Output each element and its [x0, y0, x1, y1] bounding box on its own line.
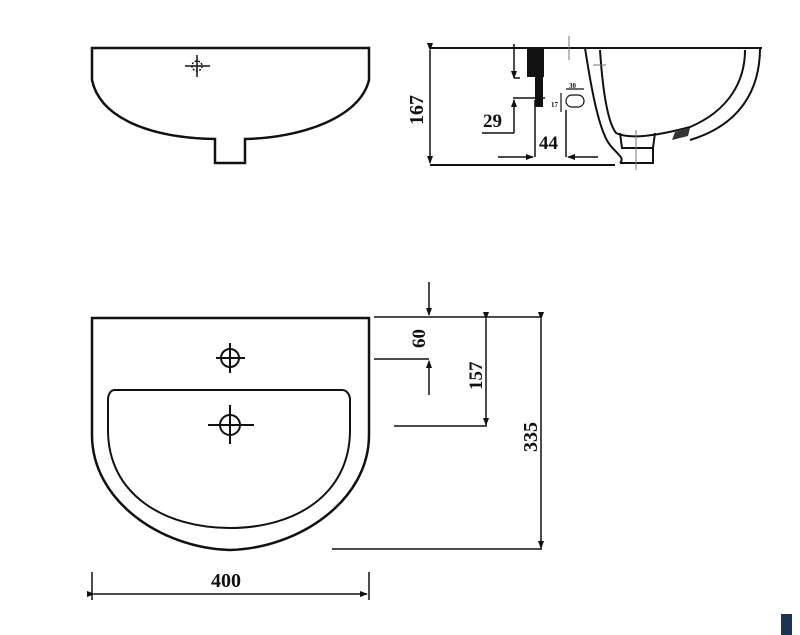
tap-hole-marker-icon [185, 55, 210, 77]
wall-bracket [527, 47, 690, 140]
side-dimension-lines [427, 43, 598, 164]
dim-depth-335: 335 [520, 422, 542, 452]
drain-hole-icon [208, 405, 254, 444]
dim-width-400: 400 [211, 570, 241, 592]
dim-depth-44: 44 [539, 133, 559, 154]
dim-overflow-29: 29 [483, 111, 502, 132]
side-centerlines [568, 36, 637, 170]
tap-hole-icon [216, 343, 245, 373]
dim-tap-offset-60: 60 [409, 329, 430, 348]
side-view [430, 47, 762, 166]
dim-drain-offset-157: 157 [466, 361, 487, 390]
plan-dimension-lines [87, 282, 544, 600]
dim-slot-17: 17 [551, 101, 559, 109]
overflow-slot [560, 88, 585, 112]
dim-slot-30: 30 [569, 82, 577, 90]
dim-height-167: 167 [406, 95, 428, 125]
corner-accent-mark [781, 614, 792, 635]
front-view [90, 46, 371, 165]
plan-view [90, 316, 371, 552]
